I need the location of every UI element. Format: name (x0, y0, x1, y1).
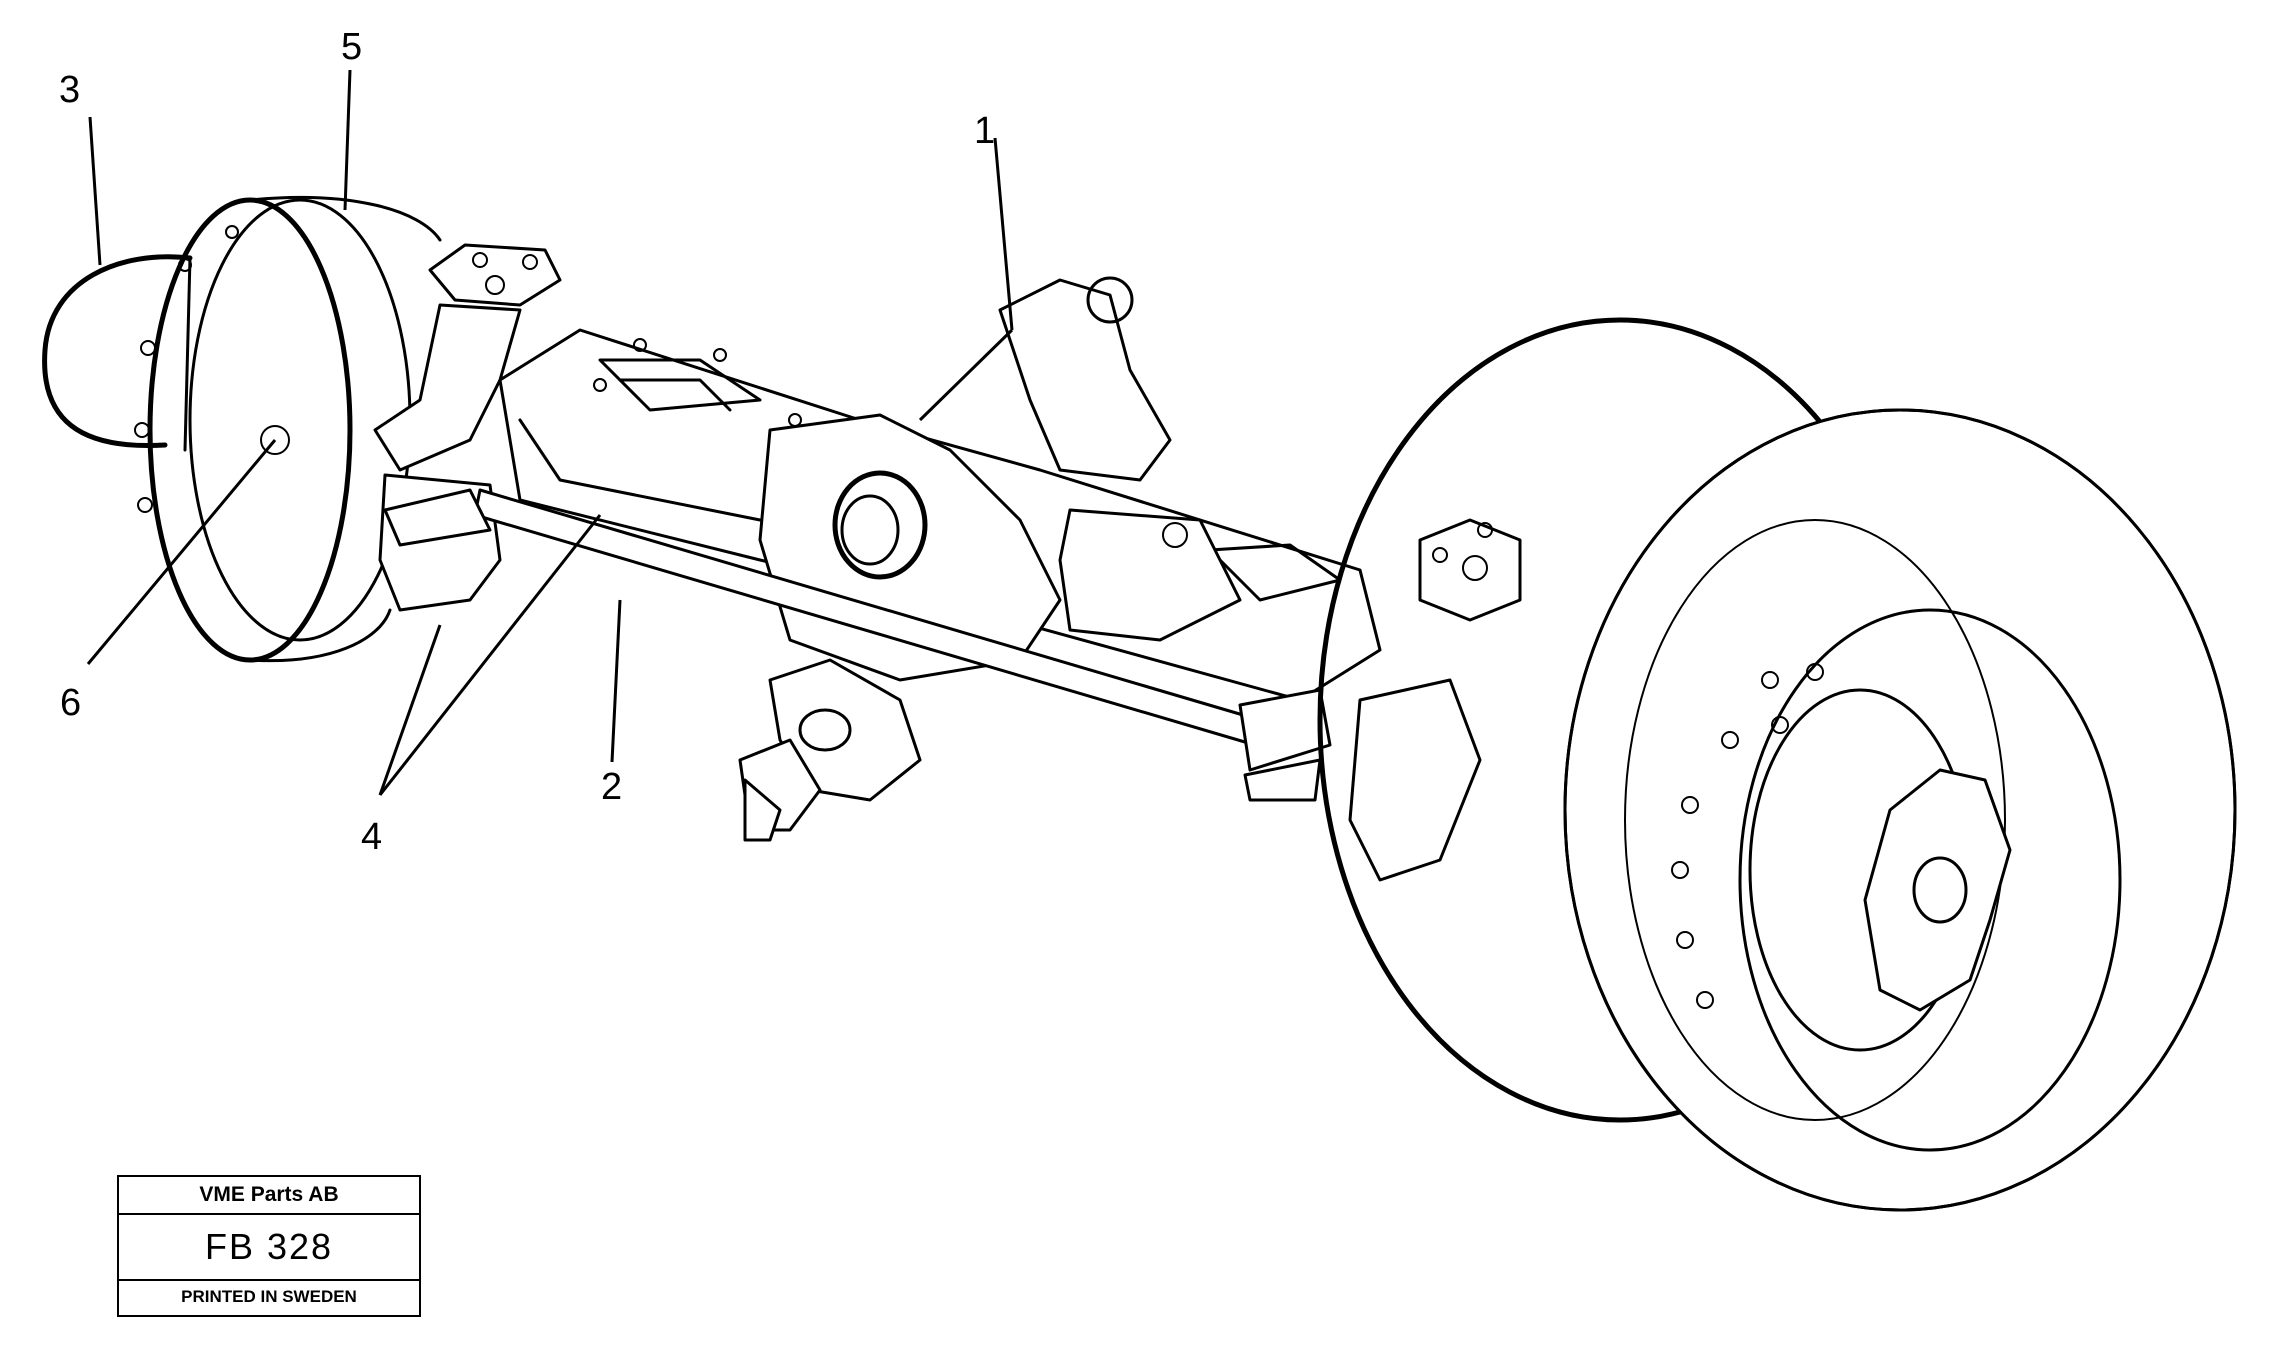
leader-lines (86, 69, 1014, 796)
callout-3: 3 (59, 69, 81, 111)
callout-5: 5 (341, 26, 363, 68)
propshaft (738, 658, 922, 842)
steering-knuckle-left (260, 243, 562, 612)
plate-printed: PRINTED IN SWEDEN (181, 1287, 357, 1306)
steering-knuckle-right (1348, 518, 1522, 882)
callout-2: 2 (601, 766, 623, 808)
hub-cap (42, 254, 193, 452)
callout-6: 6 (60, 682, 82, 724)
callout-4: 4 (361, 816, 383, 858)
differential-housing (758, 276, 1242, 682)
title-plate: VME Parts AB FB 328 PRINTED IN SWEDEN (117, 1175, 421, 1317)
brake-drum (134, 195, 442, 663)
tie-rod (383, 488, 1332, 802)
callout-1: 1 (974, 110, 996, 152)
dual-wheels (1317, 317, 2237, 1212)
plate-company: VME Parts AB (119, 1177, 419, 1215)
plate-code: FB 328 (119, 1215, 419, 1281)
